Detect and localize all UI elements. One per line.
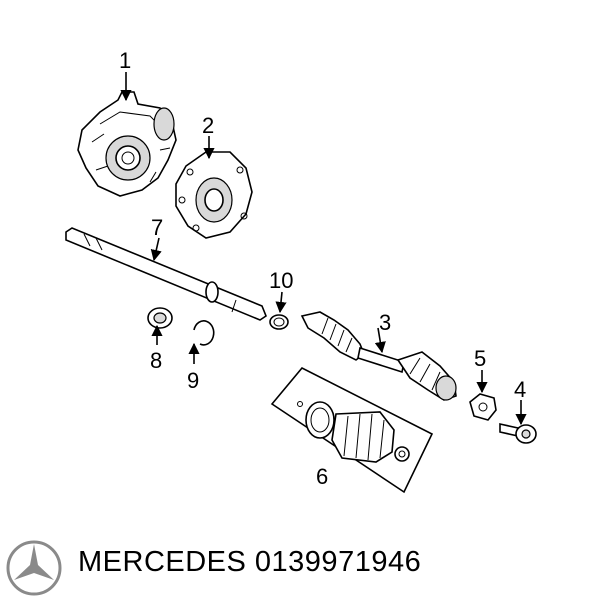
part-number: 0139971946 — [254, 546, 422, 578]
callout-2: 2 — [202, 113, 214, 138]
part-caption: MERCEDES 0139971946 — [78, 546, 421, 579]
mercedes-star-icon — [6, 540, 62, 596]
brand-name: MERCEDES — [78, 546, 247, 578]
part-8-bearing — [147, 307, 173, 329]
part-7-intermediate-shaft — [65, 227, 267, 321]
callout-leaders — [120, 72, 527, 426]
part-5-washer — [469, 393, 497, 421]
part-10-seal-ring — [269, 314, 289, 330]
part-3-axle-shaft — [300, 311, 457, 401]
part-4-bolt — [499, 423, 537, 444]
part-1-differential-housing — [77, 91, 177, 197]
part-6-boot-kit — [270, 366, 434, 494]
callout-5: 5 — [474, 346, 486, 371]
callout-9: 9 — [187, 368, 199, 393]
callout-3: 3 — [379, 310, 391, 335]
callout-1: 1 — [119, 48, 131, 73]
part-2-differential-cover — [175, 151, 253, 239]
callout-4: 4 — [514, 377, 526, 402]
callout-6: 6 — [316, 464, 328, 489]
callout-10: 10 — [269, 268, 293, 293]
callout-8: 8 — [150, 348, 162, 373]
part-9-snap-ring — [193, 320, 215, 346]
callout-7: 7 — [151, 215, 163, 240]
